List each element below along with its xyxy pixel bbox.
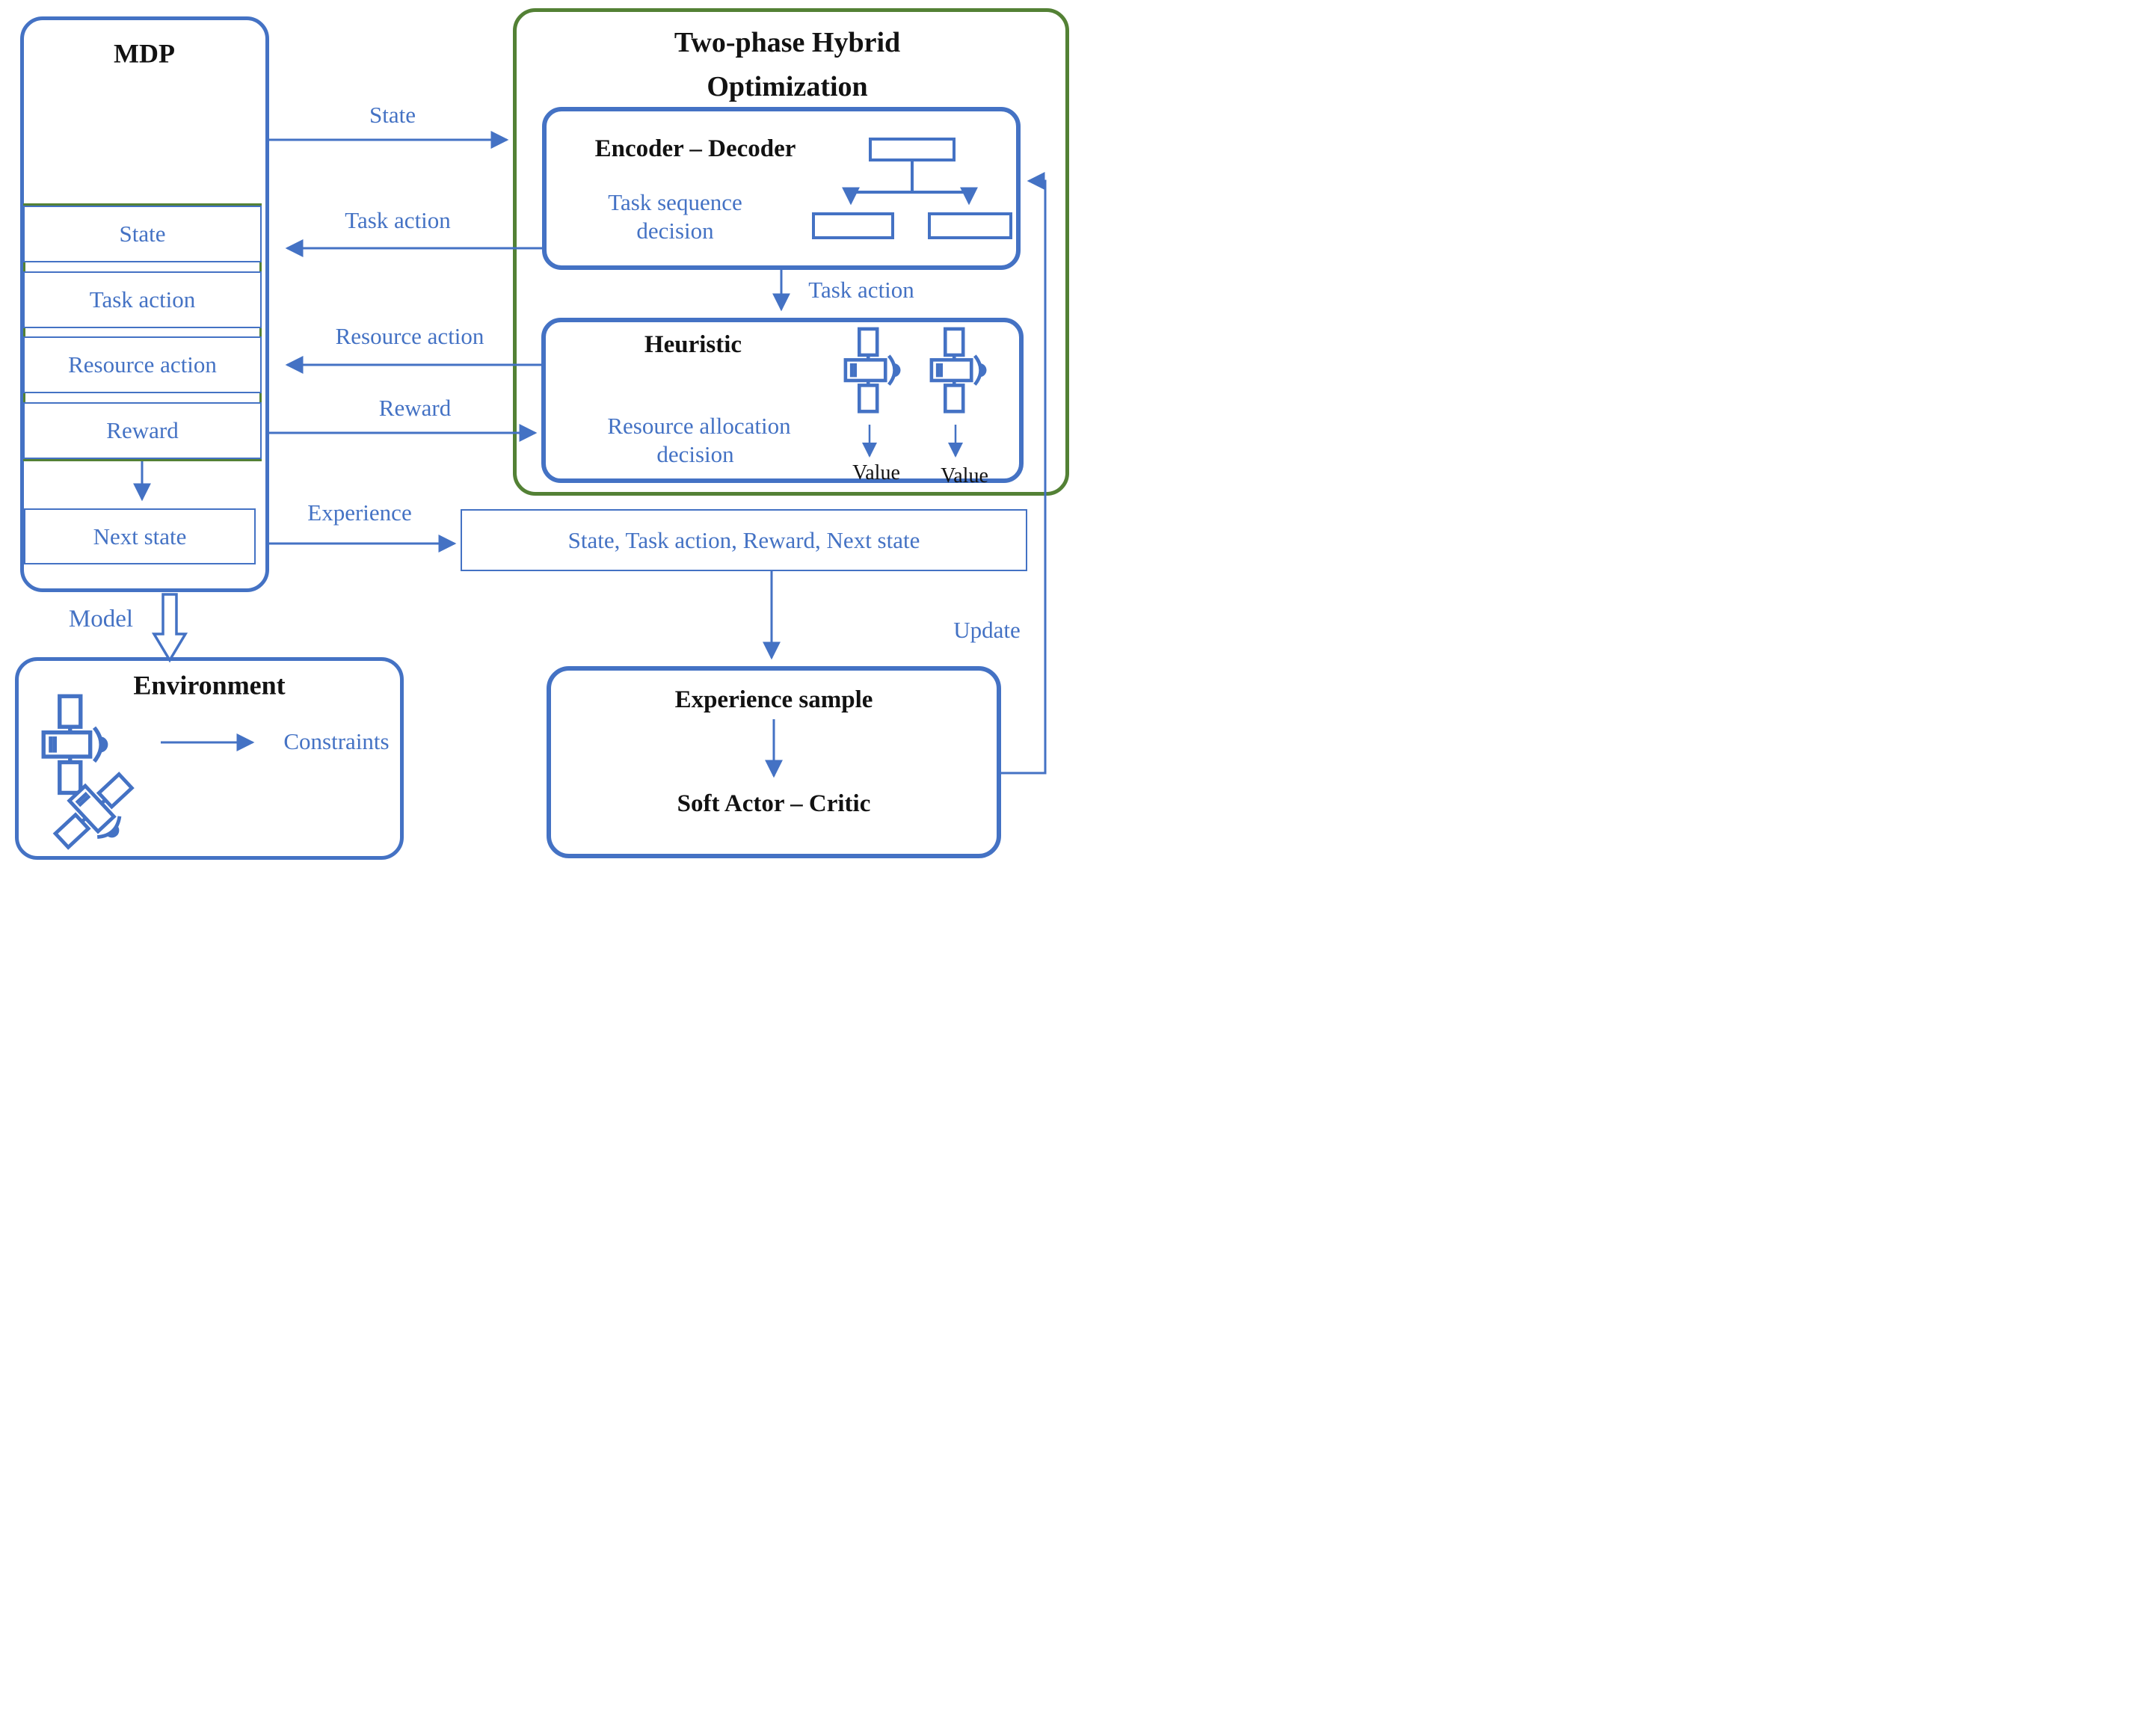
- value-label-1: Value: [852, 461, 900, 484]
- diagram-canvas: MDP State Task action Resource action Re…: [0, 0, 1077, 868]
- mdp-rows: State Task action Resource action Reward: [23, 206, 262, 459]
- mdp-row-reward: Reward: [23, 401, 262, 459]
- heuristic-title: Heuristic: [644, 331, 742, 359]
- flow-resource-action-label: Resource action: [335, 323, 484, 350]
- flow-task-action-label: Task action: [345, 207, 451, 234]
- heuristic-box: [541, 318, 1024, 483]
- next-state-box: [24, 508, 256, 564]
- next-state-label: Next state: [93, 523, 187, 550]
- constraints-label: Constraints: [283, 728, 390, 755]
- model-arrow: [151, 593, 188, 663]
- experience-sample-title: Experience sample: [674, 686, 873, 714]
- mdp-title: MDP: [114, 38, 175, 69]
- mdp-row-resource: Resource action: [23, 336, 262, 394]
- resource-allocation-label-line2: decision: [656, 441, 734, 468]
- flow-state-label: State: [369, 102, 416, 129]
- mdp-row-task: Task action: [23, 271, 262, 328]
- encoder-decoder-box: [542, 107, 1021, 270]
- flow-reward-label: Reward: [378, 395, 452, 422]
- task-action-mid-label: Task action: [808, 277, 914, 304]
- flow-experience-label: Experience: [307, 499, 412, 526]
- model-label: Model: [68, 606, 134, 633]
- flow-update-label: Update: [953, 617, 1021, 644]
- optimization-title-line1: Two-phase Hybrid: [674, 27, 901, 59]
- experience-tuple-box: [461, 509, 1027, 571]
- experience-tuple-label: State, Task action, Reward, Next state: [567, 527, 920, 554]
- optimization-title-line2: Optimization: [707, 71, 868, 103]
- environment-title: Environment: [133, 670, 286, 701]
- task-sequence-label-line1: Task sequence: [608, 189, 742, 216]
- soft-actor-critic-label: Soft Actor – Critic: [677, 790, 871, 818]
- encoder-decoder-title: Encoder – Decoder: [594, 135, 796, 163]
- value-label-2: Value: [941, 464, 988, 487]
- task-sequence-label-line2: decision: [636, 218, 714, 244]
- mdp-row-state: State: [23, 206, 262, 262]
- resource-allocation-label-line1: Resource allocation: [607, 413, 791, 440]
